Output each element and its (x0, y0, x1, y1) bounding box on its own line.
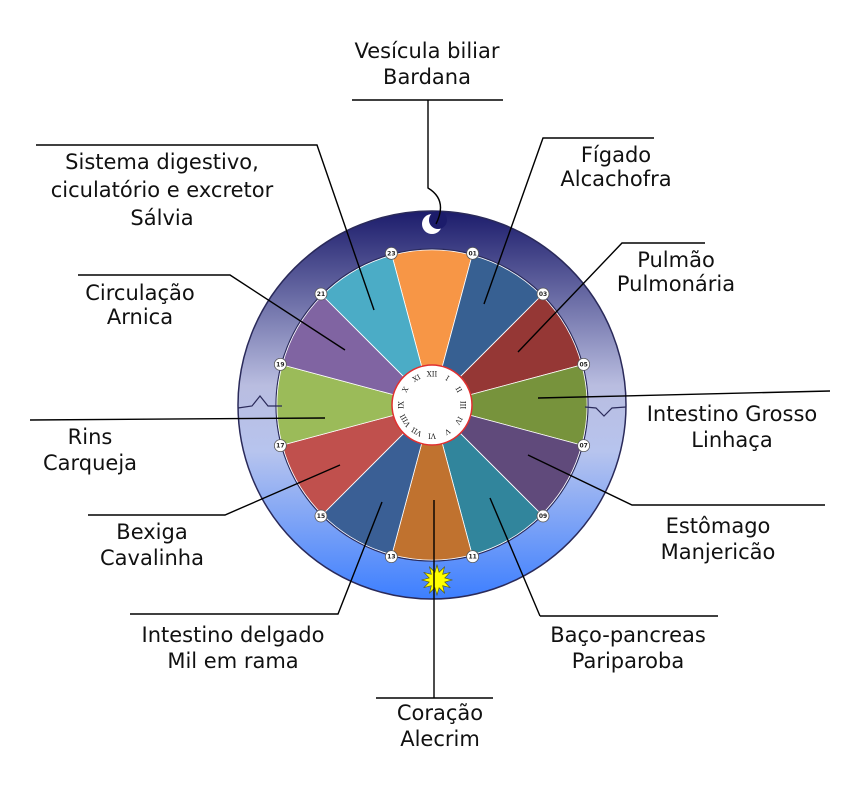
hour-marker-label: 17 (276, 443, 284, 450)
leader-line (88, 464, 341, 516)
hour-marker-label: 19 (276, 361, 284, 368)
leader-line (130, 501, 383, 615)
label-sistema-digestivo-line-0: Sistema digestivo, (65, 150, 259, 174)
hour-marker-09 (536, 509, 550, 523)
hour-marker-01 (466, 246, 480, 260)
leader-line (527, 454, 825, 506)
sun-icon (420, 563, 454, 597)
label-baco-pancreas-line-1: Pariparoba (572, 649, 684, 673)
label-intestino-grosso-line-0: Intestino Grosso (647, 402, 818, 426)
leader-line (489, 497, 718, 617)
hour-marker-11 (466, 550, 480, 564)
left-notch (237, 395, 282, 409)
leader-line (29, 417, 326, 421)
roman-numeral: III (459, 401, 467, 410)
label-sistema-digestivo-line-2: Sálvia (130, 206, 193, 230)
hour-marker-label: 21 (317, 291, 325, 298)
roman-numeral: IX (398, 401, 406, 409)
hour-marker-label: 15 (317, 513, 325, 520)
label-rins-line-1: Carqueja (43, 451, 137, 475)
hour-marker-label: 03 (539, 291, 547, 298)
label-circulacao-line-1: Arnica (107, 305, 173, 329)
leader-line (537, 390, 831, 399)
roman-numeral: V (442, 426, 452, 436)
leader-line (517, 242, 705, 353)
hour-marker-13 (384, 550, 398, 564)
label-intestino-delgado-line-0: Intestino delgado (142, 623, 325, 647)
sun-rays (420, 563, 454, 597)
label-intestino-grosso-line-1: Linhaça (691, 428, 772, 452)
right-notch (584, 406, 627, 417)
roman-numeral: XII (427, 371, 438, 379)
hour-marker-label: 09 (539, 513, 547, 520)
label-vesicula-line-1: Bardana (383, 65, 471, 89)
label-figado-line-0: Fígado (581, 143, 651, 167)
leader-line (376, 500, 493, 699)
label-sistema-digestivo: Sistema digestivo, ciculatório e excretor… (51, 150, 274, 230)
label-sistema-digestivo-line-1: ciculatório e excretor (51, 178, 274, 202)
label-bexiga-line-0: Bexiga (116, 520, 187, 544)
hour-marker-label: 07 (579, 443, 587, 450)
roman-numeral: II (454, 385, 464, 394)
label-intestino-delgado-line-1: Mil em rama (167, 649, 298, 673)
label-rins-line-0: Rins (68, 425, 113, 449)
hour-marker-label: 05 (579, 361, 587, 368)
hour-marker-label: 23 (387, 250, 395, 257)
leader-line (78, 274, 346, 351)
label-pulmao-line-1: Pulmonária (617, 272, 735, 296)
label-coracao-line-1: Alecrim (400, 727, 480, 751)
label-estomago-line-0: Estômago (666, 514, 771, 538)
hour-marker-label: 01 (468, 250, 476, 257)
center-clock (391, 364, 473, 446)
hour-marker-17 (273, 439, 287, 453)
label-baco-pancreas-line-0: Baço-pancreas (550, 623, 706, 647)
hour-marker-03 (536, 287, 550, 301)
inner-ring-border (275, 248, 589, 562)
leader-line (483, 137, 654, 305)
hour-marker-label: 11 (468, 554, 476, 561)
label-figado-line-1: Alcachofra (560, 167, 671, 191)
label-vesicula-line-0: Vesícula biliar (354, 39, 499, 63)
hour-marker-label: 13 (387, 554, 395, 561)
roman-numeral: I (444, 374, 451, 382)
hour-marker-23 (384, 246, 398, 260)
hour-marker-07 (577, 439, 591, 453)
hour-marker-21 (314, 287, 328, 301)
hour-marker-05 (577, 357, 591, 371)
roman-numeral: VI (428, 432, 437, 440)
label-circulacao-line-0: Circulação (85, 281, 195, 305)
label-pulmao-line-0: Pulmão (637, 248, 715, 272)
leader-line (352, 99, 503, 225)
roman-numeral: XI (411, 373, 422, 384)
hour-marker-19 (273, 357, 287, 371)
roman-numeral: X (401, 386, 410, 394)
label-bexiga-line-1: Cavalinha (100, 546, 204, 570)
hour-marker-15 (314, 509, 328, 523)
roman-numeral: IV (453, 415, 464, 427)
label-coracao-line-0: Coração (397, 701, 483, 725)
label-estomago-line-1: Manjericão (661, 540, 776, 564)
leader-line (36, 144, 375, 311)
